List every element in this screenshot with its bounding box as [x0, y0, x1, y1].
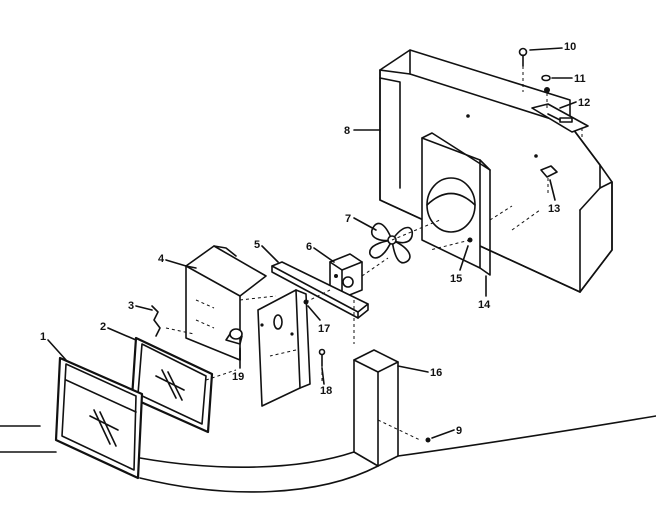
label-part-15: 15	[450, 273, 462, 285]
label-part-3: 3	[128, 300, 134, 312]
duct-part-16	[353, 349, 399, 467]
label-part-10: 10	[564, 41, 576, 53]
label-part-5: 5	[254, 239, 260, 251]
shroud-part-14	[421, 132, 491, 276]
rear-panel-part-4	[185, 245, 267, 361]
label-part-7: 7	[345, 213, 351, 225]
label-part-18: 18	[320, 385, 332, 397]
label-part-2: 2	[100, 321, 106, 333]
spring-part-3	[151, 305, 161, 337]
washer-part-11	[541, 74, 551, 93]
assembly-lines	[165, 66, 583, 441]
label-part-8: 8	[344, 125, 350, 137]
clip-part-13	[540, 165, 558, 178]
glass-panel-part-2	[130, 336, 214, 434]
label-part-12: 12	[578, 97, 590, 109]
part-labels: 1 2 3 4 5 6 7 8 9 10 11 12 13 14 15 16 1…	[40, 41, 590, 437]
side-panel	[257, 289, 311, 407]
label-part-4: 4	[158, 253, 165, 265]
label-part-6: 6	[306, 241, 312, 253]
mount-bracket-part-5	[271, 261, 369, 319]
label-part-17: 17	[318, 323, 330, 335]
screw-part-18	[318, 348, 326, 367]
front-frame-part-1	[54, 356, 144, 480]
leader-lines	[47, 47, 577, 439]
label-part-13: 13	[548, 203, 560, 215]
bracket-part-12	[531, 103, 589, 133]
label-part-16: 16	[430, 367, 442, 379]
label-part-14: 14	[478, 299, 491, 311]
label-part-11: 11	[574, 73, 586, 85]
housing-part-8	[379, 49, 613, 293]
ground-contour	[0, 415, 656, 493]
label-part-1: 1	[40, 331, 46, 343]
screw-part-10	[518, 47, 528, 67]
label-part-9: 9	[456, 425, 462, 437]
screw-part-9	[425, 437, 431, 443]
fan-blade-part-7	[369, 222, 414, 264]
label-part-19: 19	[232, 371, 244, 383]
